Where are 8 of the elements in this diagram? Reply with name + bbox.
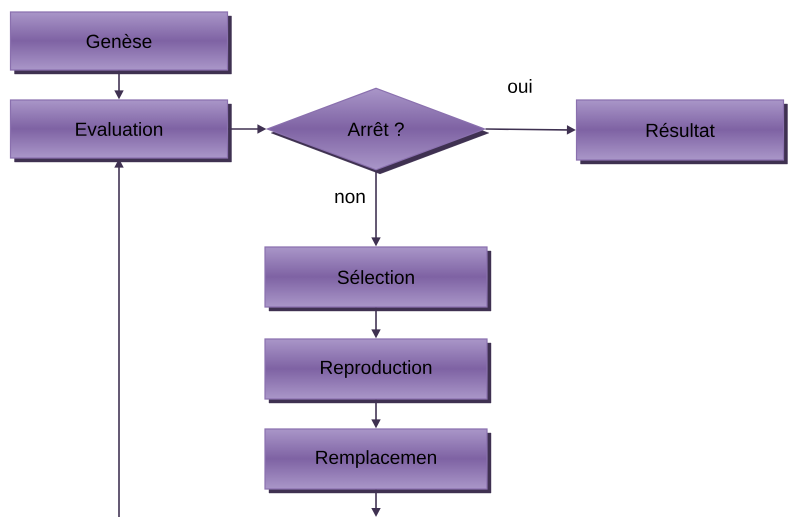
edge-label: oui: [508, 79, 532, 93]
process-box: Résultat: [576, 99, 788, 164]
process-box: Sélection: [264, 246, 492, 312]
process-box: Reproduction: [264, 338, 492, 404]
process-box: Genèse: [10, 11, 232, 74]
process-box: Evaluation: [10, 99, 232, 162]
process-box: Remplacemen: [264, 428, 492, 494]
edge-label: non: [335, 192, 365, 204]
